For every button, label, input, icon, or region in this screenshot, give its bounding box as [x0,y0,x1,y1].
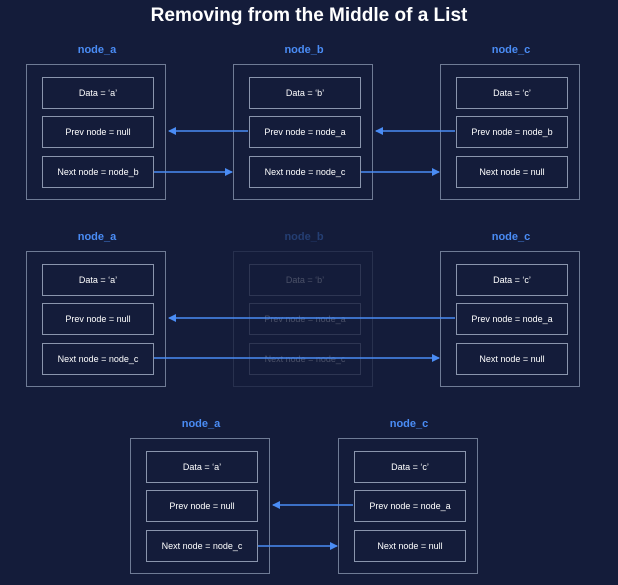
prev-field: Prev node = node_b [456,116,568,148]
next-field: Next node = node_b [42,156,154,188]
next-field: Next node = node_c [146,530,258,562]
row3-node-a-label: node_a [181,418,221,430]
row2-node-a-label: node_a [77,231,117,243]
next-field: Next node = null [354,530,466,562]
prev-field: Prev node = null [42,116,154,148]
next-field: Next node = node_c [42,343,154,375]
row1-node-c-label: node_c [491,44,531,56]
row3-node-c-label: node_c [389,418,429,430]
data-field: Data = ‘b’ [249,264,361,296]
row2-node-c-label: node_c [491,231,531,243]
prev-field: Prev node = node_a [249,116,361,148]
row1-node-b-label: node_b [284,44,324,56]
row2-node-c-box: Data = ‘c’ Prev node = node_a Next node … [440,251,580,387]
prev-field: Prev node = node_a [354,490,466,522]
data-field: Data = ‘a’ [42,264,154,296]
data-field: Data = ‘c’ [354,451,466,483]
prev-field: Prev node = node_a [456,303,568,335]
row2-node-a-box: Data = ‘a’ Prev node = null Next node = … [26,251,166,387]
row1-node-a-label: node_a [77,44,117,56]
next-field: Next node = node_c [249,156,361,188]
diagram-title: Removing from the Middle of a List [150,5,468,26]
row1-node-a-box: Data = ‘a’ Prev node = null Next node = … [26,64,166,200]
next-field: Next node = node_c [249,343,361,375]
row2-node-b-label-removed: node_b [284,231,324,243]
row3-node-c-box: Data = ‘c’ Prev node = node_a Next node … [338,438,478,574]
row3-node-a-box: Data = ‘a’ Prev node = null Next node = … [130,438,270,574]
data-field: Data = ‘b’ [249,77,361,109]
data-field: Data = ‘a’ [146,451,258,483]
data-field: Data = ‘c’ [456,77,568,109]
row1-node-c-box: Data = ‘c’ Prev node = node_b Next node … [440,64,580,200]
row2-node-b-box-removed: Data = ‘b’ Prev node = node_a Next node … [233,251,373,387]
data-field: Data = ‘c’ [456,264,568,296]
prev-field: Prev node = null [42,303,154,335]
data-field: Data = ‘a’ [42,77,154,109]
next-field: Next node = null [456,343,568,375]
row1-node-b-box: Data = ‘b’ Prev node = node_a Next node … [233,64,373,200]
next-field: Next node = null [456,156,568,188]
prev-field: Prev node = null [146,490,258,522]
prev-field: Prev node = node_a [249,303,361,335]
